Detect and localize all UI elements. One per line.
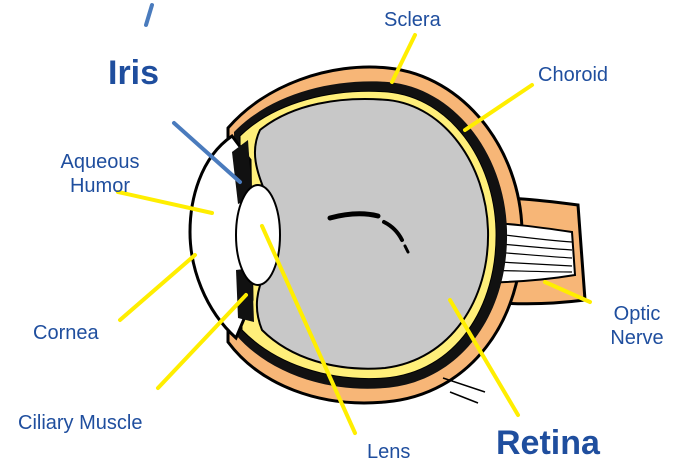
label-ciliary-muscle: Ciliary Muscle — [18, 411, 142, 435]
cornea-leader — [120, 255, 195, 320]
label-aqueous-humor-line2: Humor — [38, 174, 162, 198]
label-lens: Lens — [367, 440, 410, 464]
label-aqueous-humor-line1: Aqueous — [38, 150, 162, 174]
label-optic-nerve: Optic Nerve — [591, 302, 683, 350]
label-optic-nerve-line2: Nerve — [591, 326, 683, 350]
label-iris: Iris — [108, 53, 159, 94]
lens-shape — [236, 185, 280, 285]
vitreous-body — [255, 99, 488, 369]
choroid-leader — [465, 85, 532, 130]
label-retina: Retina — [496, 423, 600, 464]
label-cornea: Cornea — [33, 321, 99, 345]
label-aqueous-humor: Aqueous Humor — [38, 150, 162, 198]
label-sclera: Sclera — [384, 8, 441, 32]
label-choroid: Choroid — [538, 63, 608, 87]
label-optic-nerve-line1: Optic — [591, 302, 683, 326]
iris-leader-top — [146, 5, 152, 25]
